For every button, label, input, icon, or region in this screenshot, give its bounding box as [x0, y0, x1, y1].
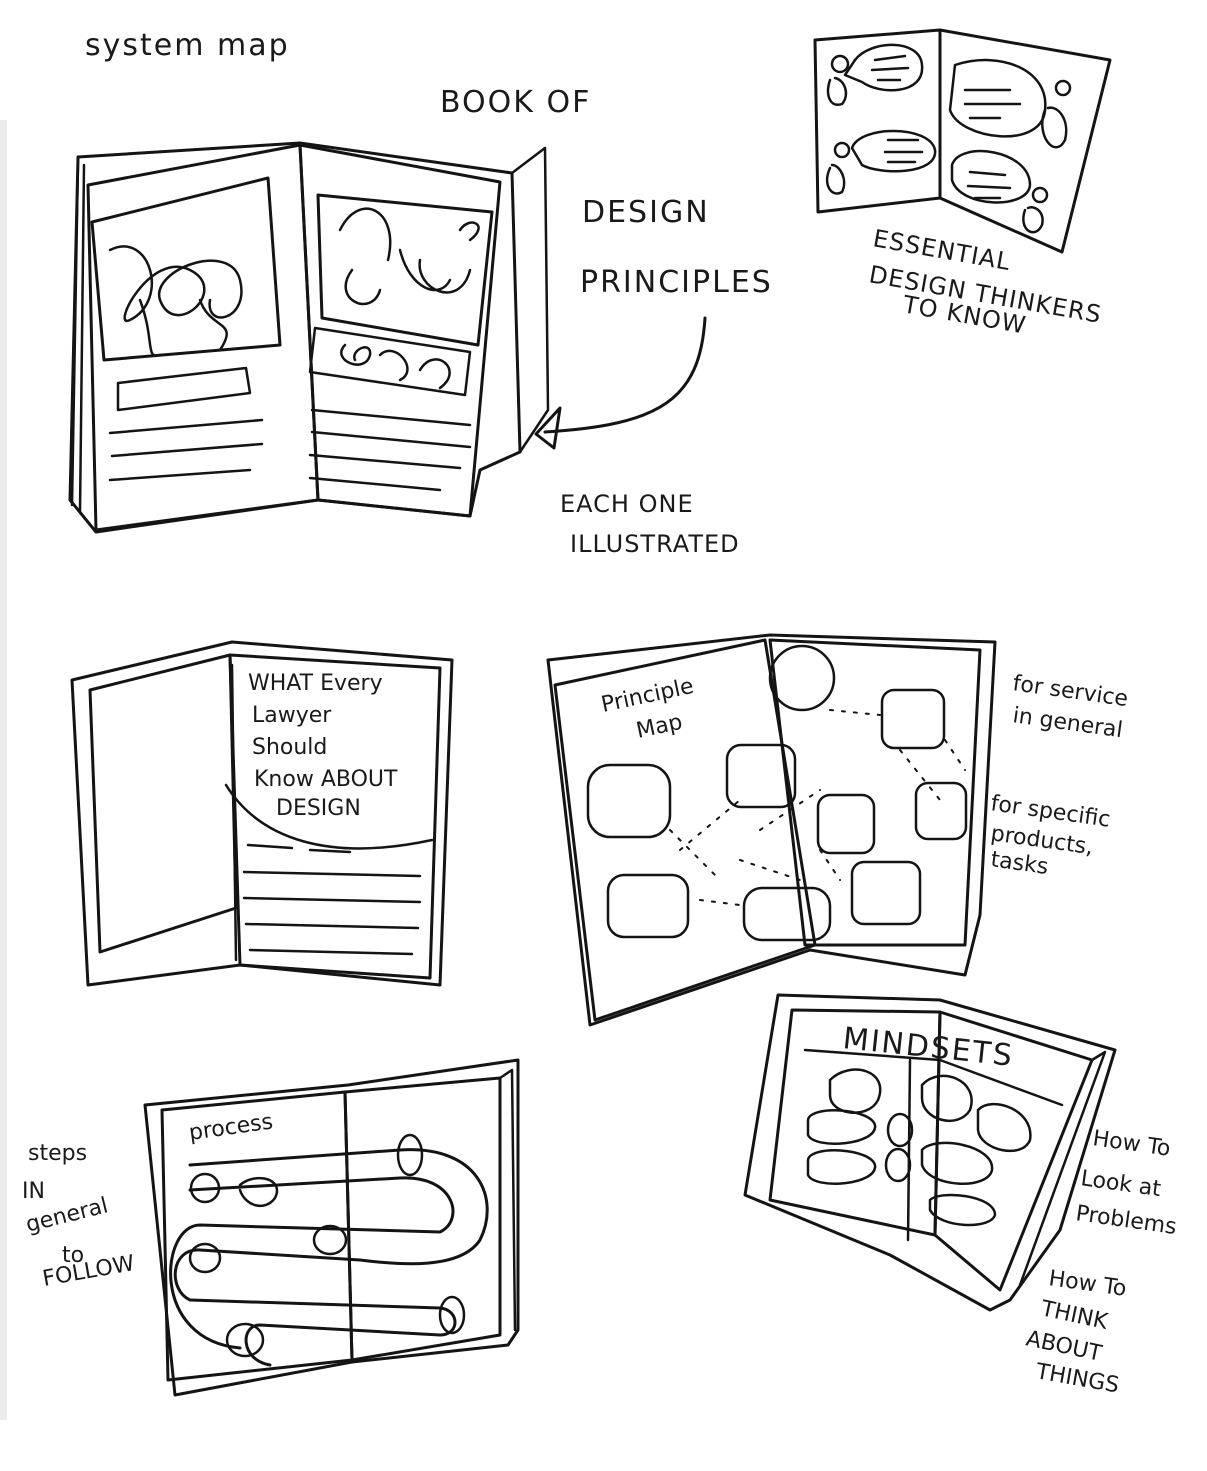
arrow-icon [534, 316, 707, 450]
mindsets-book-sketch [743, 993, 1117, 1312]
think-note-line-2: THINK [1038, 1296, 1111, 1335]
scan-edge [0, 120, 7, 1420]
problems-note-line-2: Look at [1079, 1166, 1163, 1202]
lawyer-line-4: Know ABOUT [254, 767, 398, 792]
think-note-line-4: THINGS [1033, 1359, 1121, 1398]
lawyer-book-sketch [70, 640, 454, 987]
process-label: process [187, 1109, 274, 1146]
steps-note-line-5: FOLLOW [41, 1251, 137, 1292]
book-of-label: BOOK OF [440, 85, 591, 120]
illustrated-label: ILLUSTRATED [570, 530, 740, 558]
page-title: system map [85, 28, 290, 63]
principles-label: PRINCIPLES [580, 265, 773, 300]
principle-map-line-1: Principle [599, 674, 696, 718]
think-note-line-3: ABOUT [1024, 1326, 1105, 1366]
principle-map-book-sketch [546, 633, 997, 1027]
steps-note-line-2: IN [22, 1179, 45, 1204]
lawyer-line-5: DESIGN [276, 796, 361, 821]
lawyer-line-3: Should [252, 735, 327, 760]
process-book-sketch [143, 1058, 520, 1397]
lawyer-line-2: Lawyer [252, 703, 332, 728]
principle-map-line-2: Map [634, 710, 685, 744]
steps-note-line-1: steps [28, 1141, 87, 1166]
design-principles-book-sketch [68, 141, 550, 534]
problems-note-line-3: Problems [1074, 1201, 1178, 1240]
design-label: DESIGN [582, 195, 710, 230]
lawyer-line-1: WHAT Every [248, 671, 383, 696]
design-thinkers-book-sketch [813, 28, 1112, 254]
think-note-line-1: How To [1047, 1266, 1128, 1302]
problems-note-line-1: How To [1091, 1126, 1172, 1162]
steps-note-line-4: to [62, 1243, 84, 1268]
each-one-label: EACH ONE [560, 490, 694, 518]
